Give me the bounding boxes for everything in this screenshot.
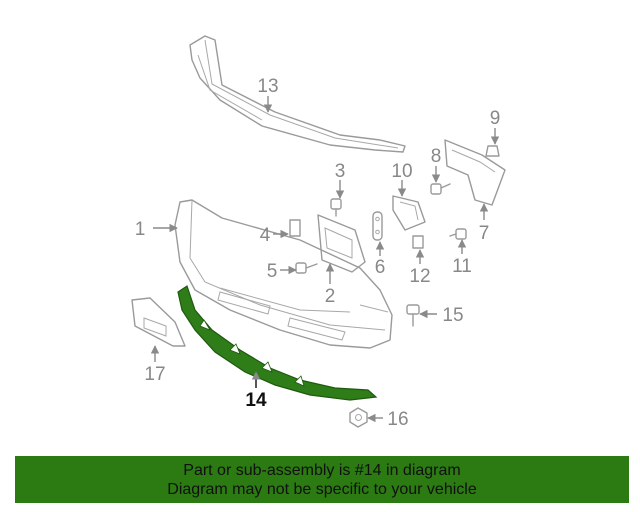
part-3-bolt [330,198,342,217]
callout-14: 14 [245,390,267,411]
callout-4: 4 [260,225,271,246]
part-16-nut [349,407,368,428]
banner-line-2: Diagram may not be specific to your vehi… [167,481,477,498]
part-9-clip [485,145,500,157]
callout-9: 9 [490,108,501,129]
part-6-plate [372,211,383,241]
part-15-bolt [406,304,420,327]
callout-7: 7 [479,223,490,244]
callout-labels: 1 2 3 4 5 6 7 8 9 10 11 12 13 14 15 16 1… [135,76,501,430]
callout-5: 5 [267,261,278,282]
callout-16: 16 [387,409,408,430]
part-10-bracket [392,195,426,231]
part-12-clip [412,235,424,249]
callout-13: 13 [257,76,278,97]
leader-lines [150,96,500,423]
info-banner: Part or sub-assembly is #14 in diagram D… [15,456,629,503]
callout-17: 17 [144,364,165,385]
part-5-bolt [295,262,318,274]
banner-line-1: Part or sub-assembly is #14 in diagram [183,462,461,479]
callout-10: 10 [391,161,412,182]
part-13-upper-deflector [189,35,406,153]
callout-6: 6 [375,257,386,278]
callout-1: 1 [135,219,146,240]
callout-15: 15 [442,305,463,326]
callout-12: 12 [409,266,430,287]
part-8-bolt [430,183,451,195]
part-11-bolt [449,228,467,240]
part-1-bumper [174,199,393,349]
part-2-bracket [317,214,366,273]
callout-8: 8 [431,146,442,167]
part-7-side-bracket [444,139,506,206]
part-17-license-bracket [131,297,186,347]
callout-3: 3 [335,161,346,182]
part-14-lower-deflector [177,285,378,401]
callout-11: 11 [452,256,472,277]
part-4-clip [289,219,301,237]
parts-diagram: 1 2 3 4 5 6 7 8 9 10 11 12 13 14 15 16 1… [131,35,506,430]
callout-2: 2 [325,286,336,307]
